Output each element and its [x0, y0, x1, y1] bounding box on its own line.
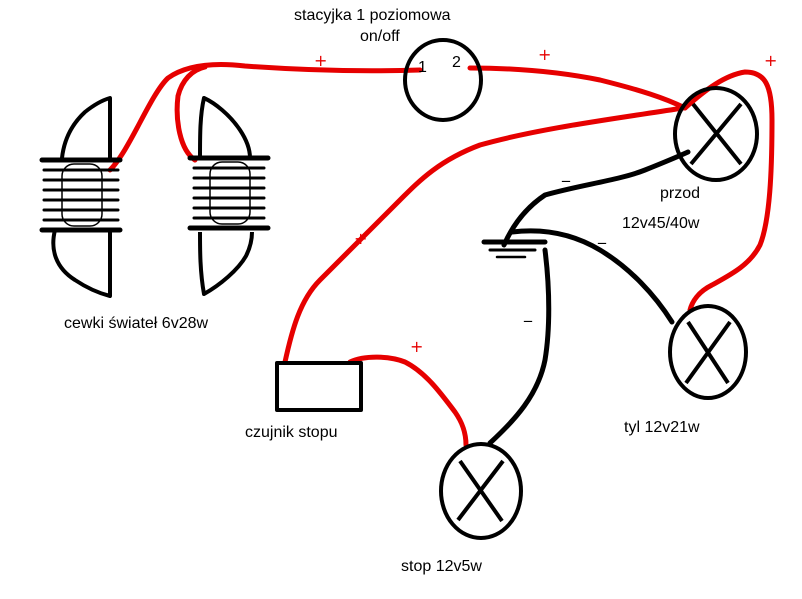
stop-lamp-label: stop 12v5w — [401, 558, 482, 575]
front-lamp-name: przod — [660, 185, 700, 202]
front-lamp-rating: 12v45/40w — [622, 215, 700, 232]
wire-front-to-sensor — [282, 105, 686, 365]
wire-ground-to-rear-lamp — [509, 228, 675, 325]
wire-ground-to-stop-lamp — [487, 247, 552, 446]
wire-switch-to-front-lamp — [467, 65, 688, 111]
wire-front-to-rear-lamp — [682, 69, 775, 313]
wire-ground-to-front-lamp — [501, 149, 691, 248]
negative-wires — [481, 149, 691, 446]
brake-sensor — [275, 361, 363, 412]
plus-sign: + — [410, 337, 423, 356]
wire-coil-to-switch — [107, 62, 423, 173]
switch-title: stacyjka 1 poziomowa — [294, 7, 451, 24]
lighting-coil-2 — [187, 96, 271, 296]
plus-sign: + — [354, 229, 367, 248]
wire-coil2-loop — [174, 64, 208, 163]
plus-sign: + — [314, 51, 327, 70]
switch-pin-1-label: 1 — [418, 59, 427, 76]
minus-sign: _ — [597, 225, 607, 245]
switch-subtitle: on/off — [360, 28, 400, 45]
ignition-switch: 1 2 — [403, 38, 483, 122]
front-lamp — [673, 86, 759, 182]
wire-sensor-to-stop-lamp — [347, 354, 469, 448]
minus-sign: _ — [561, 163, 571, 183]
switch-pin-2-label: 2 — [452, 54, 461, 71]
rear-lamp — [668, 304, 748, 400]
coil-2-windings — [187, 155, 271, 231]
plus-sign: + — [538, 45, 551, 64]
minus-sign: _ — [523, 303, 533, 323]
switch-body — [403, 38, 483, 122]
coils-label: cewki świateł 6v28w — [64, 315, 209, 332]
brake-sensor-label: czujnik stopu — [245, 424, 338, 441]
coil-1-windings — [39, 157, 123, 233]
stop-lamp — [439, 442, 523, 540]
rear-lamp-label: tyl 12v21w — [624, 419, 700, 436]
plus-sign: + — [764, 51, 777, 70]
ground-symbol — [481, 239, 548, 259]
lighting-coil-1 — [39, 96, 123, 298]
positive-wires — [107, 62, 775, 448]
